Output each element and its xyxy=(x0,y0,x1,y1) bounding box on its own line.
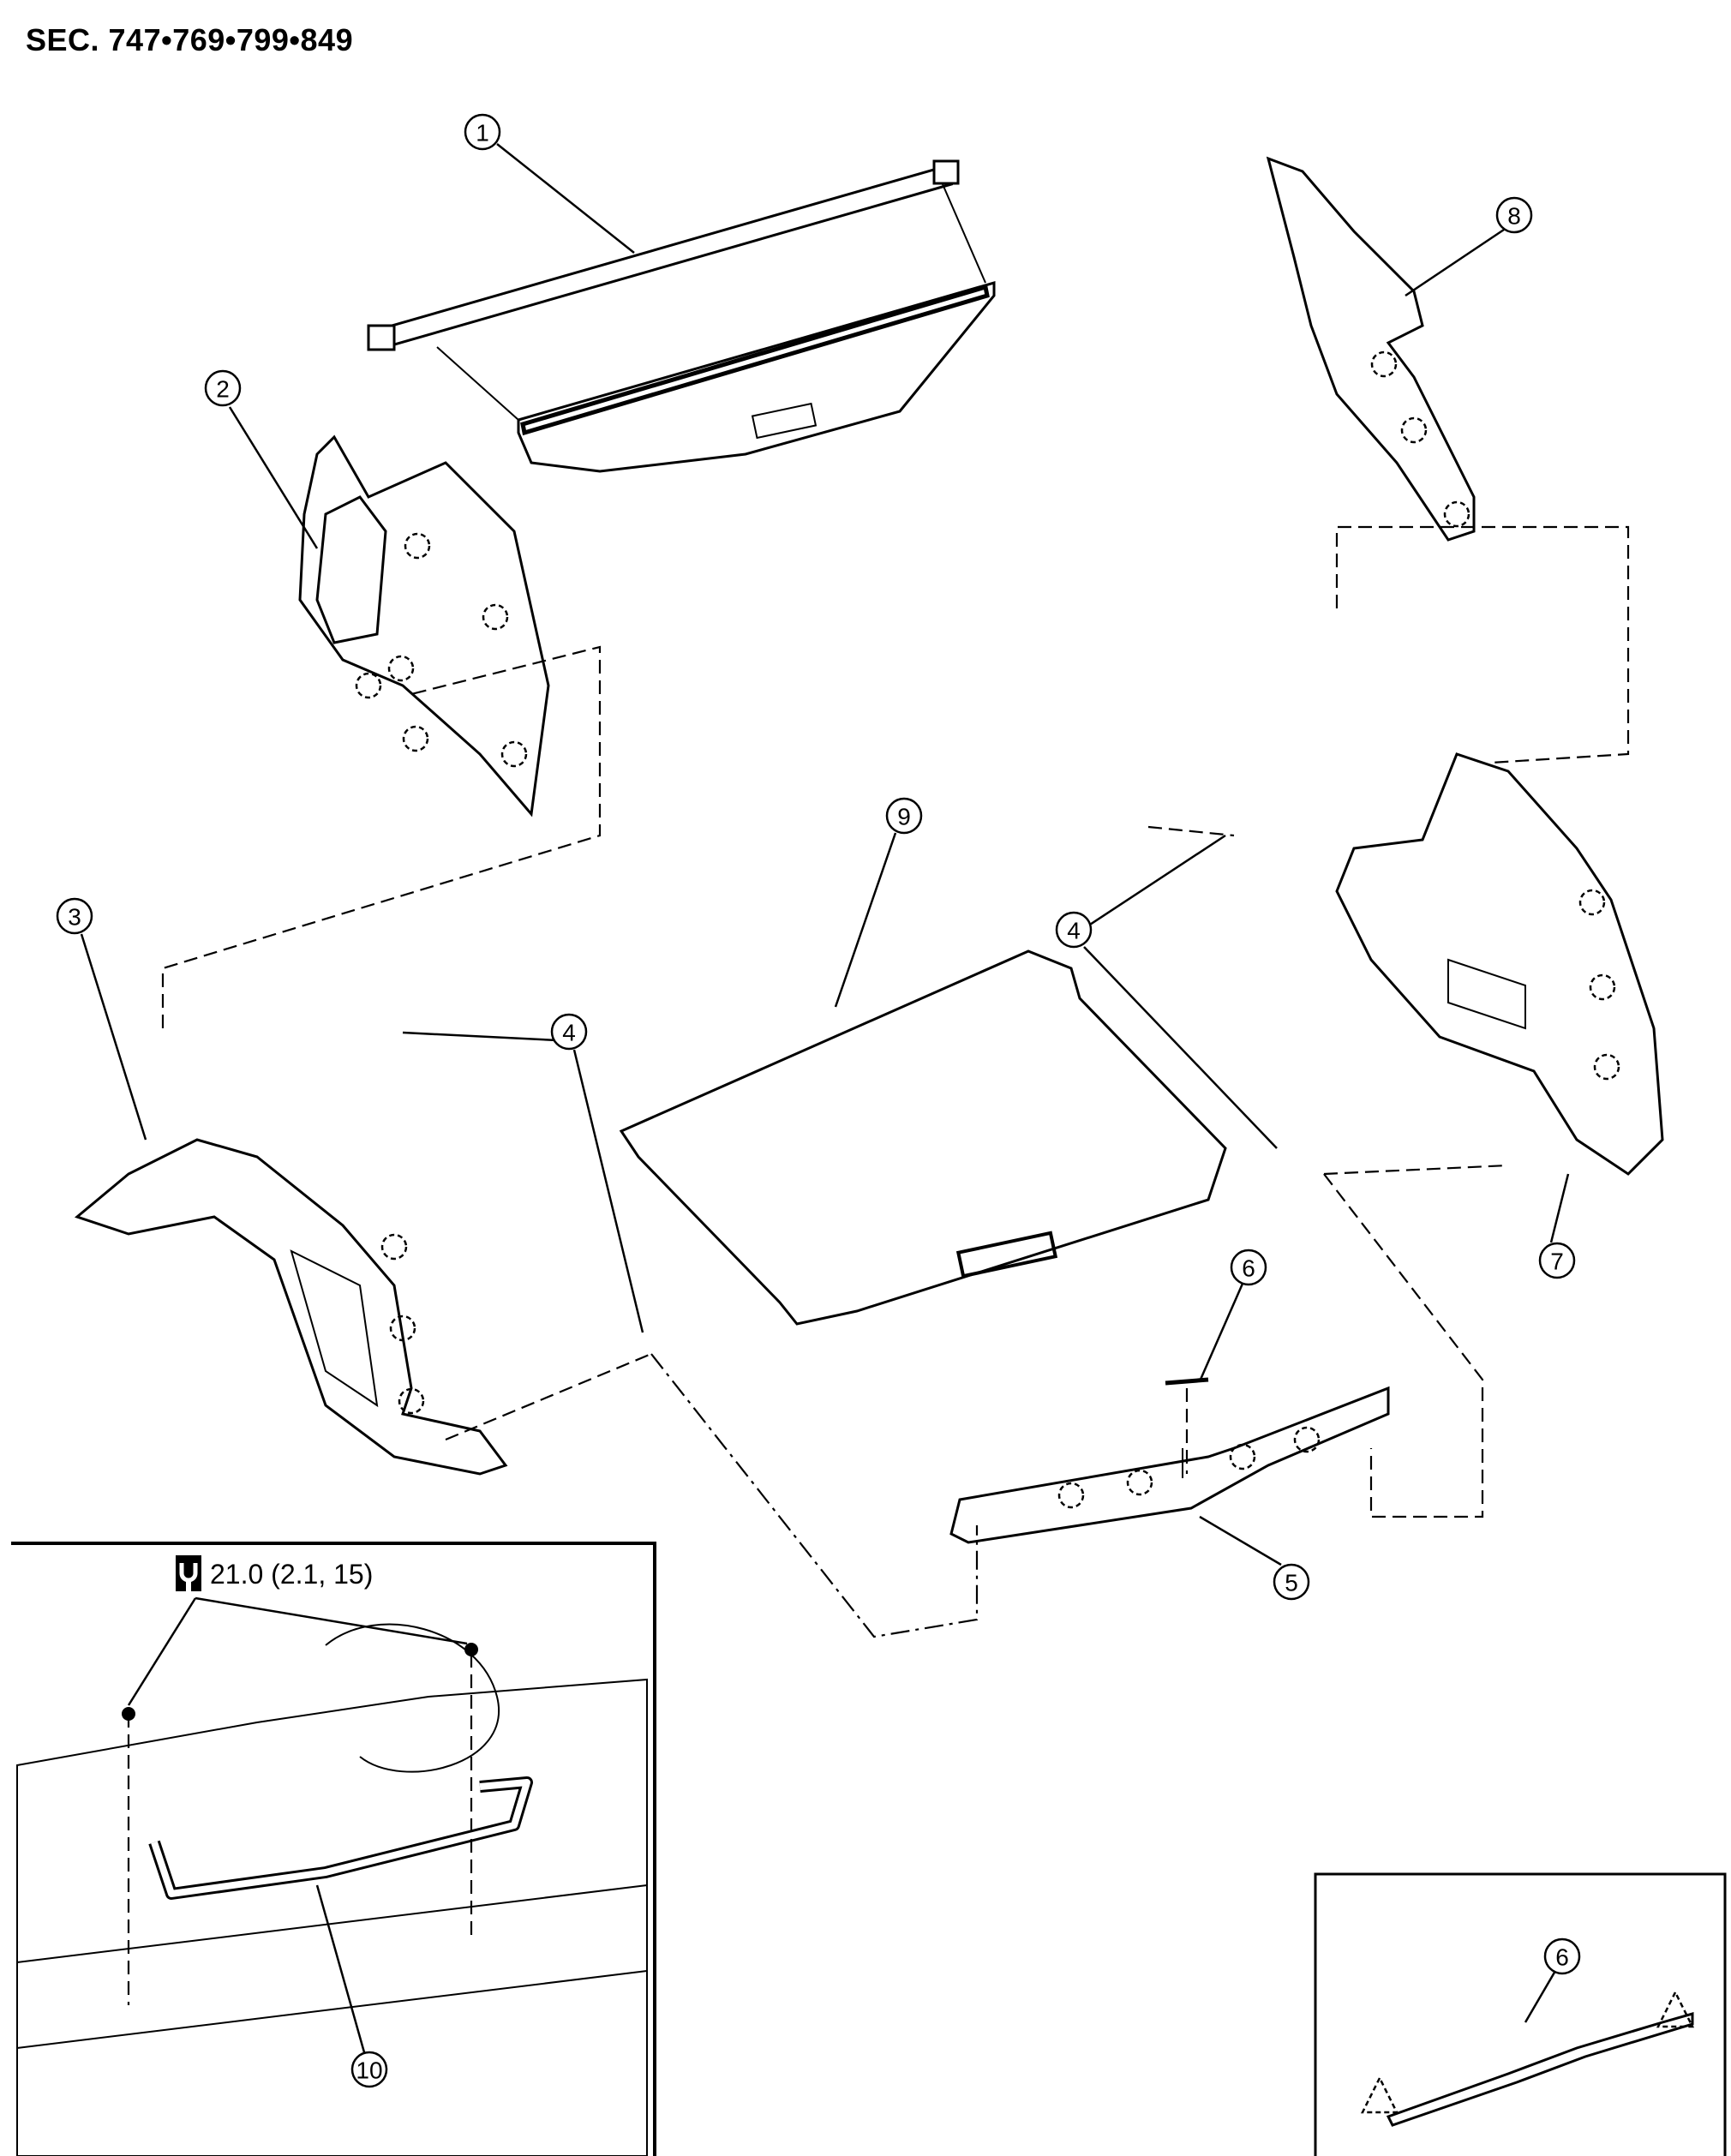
callout-1: 1 xyxy=(464,113,501,151)
part-rear-finisher xyxy=(949,1386,1390,1544)
svg-text:6: 6 xyxy=(1555,1944,1569,1971)
part-tonneau-cover xyxy=(367,159,996,473)
callout-6: 6 xyxy=(1230,1249,1267,1286)
svg-text:3: 3 xyxy=(68,904,81,931)
svg-text:9: 9 xyxy=(897,804,911,830)
part-upper-right-trim xyxy=(1266,156,1476,542)
callout-6-inset: 6 xyxy=(1543,1937,1581,1975)
clip-markers xyxy=(355,350,1620,1509)
callout-9: 9 xyxy=(885,797,923,835)
section-title: SEC. 747•769•799•849 xyxy=(26,22,354,57)
svg-text:8: 8 xyxy=(1507,203,1521,230)
assembly-lines xyxy=(161,525,1630,1638)
callout-4b: 4 xyxy=(1055,911,1093,949)
svg-text:5: 5 xyxy=(1285,1570,1298,1596)
part-lower-left-trim xyxy=(74,1138,508,1476)
part-upper-left-trim xyxy=(298,434,550,817)
callout-4a: 4 xyxy=(550,1013,588,1051)
svg-text:1: 1 xyxy=(476,120,489,147)
part-6-strip xyxy=(1165,1377,1209,1386)
svg-text:2: 2 xyxy=(216,376,230,403)
inset-floor-bar xyxy=(11,1542,656,2156)
callout-2: 2 xyxy=(204,369,242,407)
svg-text:6: 6 xyxy=(1242,1255,1255,1282)
wrench-torque-icon xyxy=(176,1555,201,1591)
torque-value: 21.0 (2.1, 15) xyxy=(210,1559,373,1590)
callout-3: 3 xyxy=(56,897,93,935)
part-luggage-board xyxy=(619,949,1227,1326)
part-right-trim xyxy=(1335,752,1664,1176)
callout-5: 5 xyxy=(1273,1563,1310,1601)
callout-7: 7 xyxy=(1538,1242,1576,1279)
callout-8: 8 xyxy=(1495,196,1533,234)
callout-10: 10 xyxy=(350,2051,388,2088)
inset-part-6 xyxy=(1314,1872,1727,2156)
svg-text:7: 7 xyxy=(1550,1249,1564,1275)
svg-text:4: 4 xyxy=(1067,918,1081,944)
svg-text:4: 4 xyxy=(562,1020,576,1046)
torque-spec: 21.0 (2.1, 15) xyxy=(176,1555,373,1591)
svg-text:10: 10 xyxy=(356,2057,382,2084)
